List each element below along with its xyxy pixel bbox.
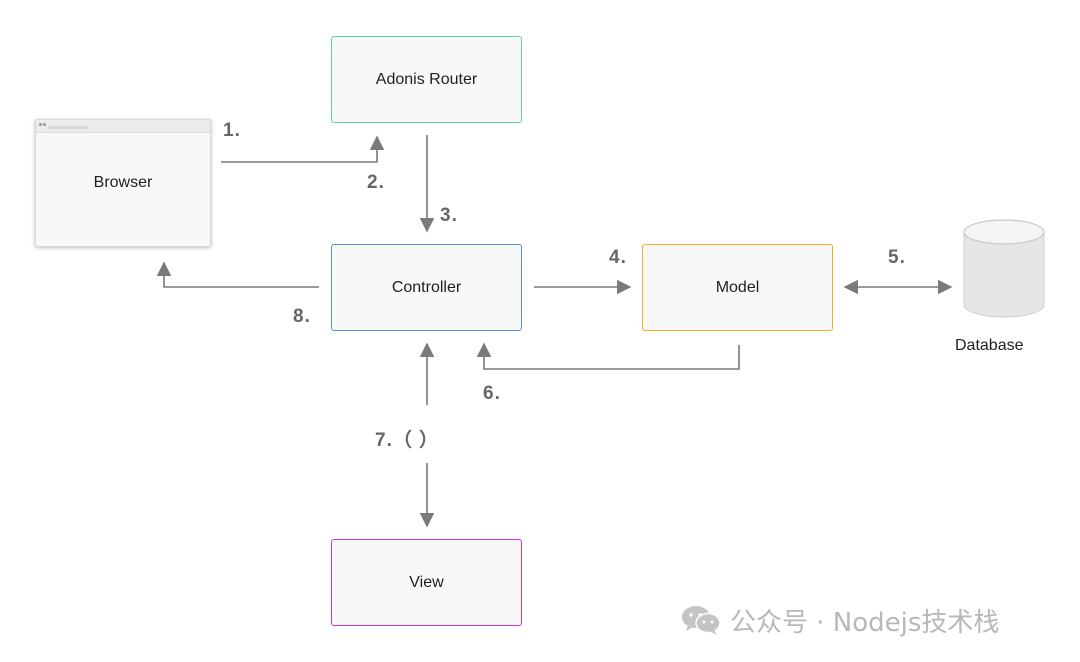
browser-label: Browser: [93, 174, 153, 191]
step-7-label: 7.（ ）: [375, 430, 440, 451]
controller-node: Controller: [331, 244, 522, 331]
view-label: View: [409, 573, 444, 591]
step-3-label: 3.: [440, 205, 458, 226]
arrow-browser-to-router: [221, 135, 385, 163]
wechat-icon: [682, 606, 721, 635]
model-node: Model: [642, 244, 833, 331]
arrow-controller-to-browser: [156, 261, 319, 288]
database-label: Database: [955, 337, 1024, 354]
step-4-label: 4.: [609, 247, 627, 268]
step-1-label: 1.: [223, 120, 241, 141]
step-2-label: 2.: [367, 172, 385, 193]
model-label: Model: [715, 278, 760, 296]
view-node: View: [331, 539, 522, 626]
browser-window-chrome: [36, 120, 210, 133]
step-8-label: 8.: [293, 306, 311, 327]
controller-label: Controller: [391, 278, 462, 296]
database-icon: [963, 219, 1045, 318]
router-label: Adonis Router: [375, 70, 478, 88]
arrow-model-to-controller: [476, 342, 740, 370]
watermark-text: 公众号 · Nodejs技术栈: [730, 607, 1000, 638]
watermark: 公众号 · Nodejs技术栈: [680, 600, 999, 640]
step-6-label: 6.: [483, 383, 501, 404]
browser-node: Browser: [35, 119, 211, 247]
step-5-label: 5.: [888, 247, 906, 268]
router-node: Adonis Router: [331, 36, 522, 123]
